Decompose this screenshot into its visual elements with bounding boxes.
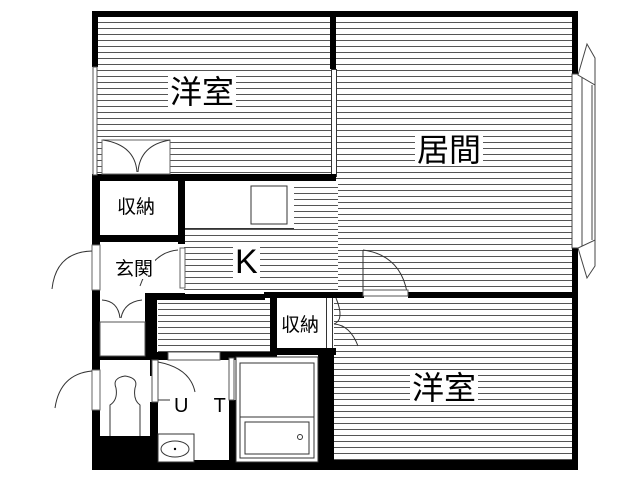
storage-center-door-jamb [326,298,333,350]
kitchen-label: K [233,243,260,281]
toilet-door [54,369,101,411]
living-room-label: 居間 [415,131,484,169]
wall-room-south-west [318,350,334,462]
window-north-room-west [92,66,98,176]
wall-storage-center-west [270,296,277,360]
toilet-bottom-block [92,436,152,462]
outer-wall-left-top [92,11,98,67]
wall-room-living-top [330,11,336,69]
hall-floor [158,298,270,354]
utility-toilet-label: U T [174,395,236,417]
wall-toilet-east-low [150,402,158,462]
wall-storage-center-bottom [270,348,336,355]
wall-ut-bath [229,400,236,462]
storage-center-door [333,297,359,347]
wall-hall-west [145,294,157,360]
refrigerator [250,185,288,225]
wall-kitchen-south-c [408,292,578,298]
storage-west-label: 収納 [115,196,158,218]
wash-basin [157,433,195,463]
wall-storage-bottom [92,235,184,242]
wall-storage-east [178,178,185,244]
ut-door [151,359,196,403]
closet-doors-north-room [101,139,171,175]
bay-window [571,42,596,280]
outer-wall-left-mid [92,175,100,245]
outer-wall-right-lower [572,248,578,470]
bathtub [235,356,319,463]
outer-wall-right-upper [572,11,578,74]
western-room-south-label: 洋室 [410,369,479,407]
western-room-north-label: 洋室 [168,73,237,111]
outer-wall-bottom [92,460,578,470]
living-door [362,249,409,297]
entrance-label: 玄関 [113,258,156,280]
outer-wall-left-low [92,290,100,370]
toilet [109,375,141,436]
wall-north-room-bottom [92,174,336,181]
wall-kitchen-south-a [155,294,265,300]
shoe-closet-doors [99,299,146,357]
entrance-inner-door [139,249,179,287]
storage-center-label: 収納 [279,314,322,336]
entrance-door [51,244,101,291]
wall-kitchen-south-b [264,292,364,298]
